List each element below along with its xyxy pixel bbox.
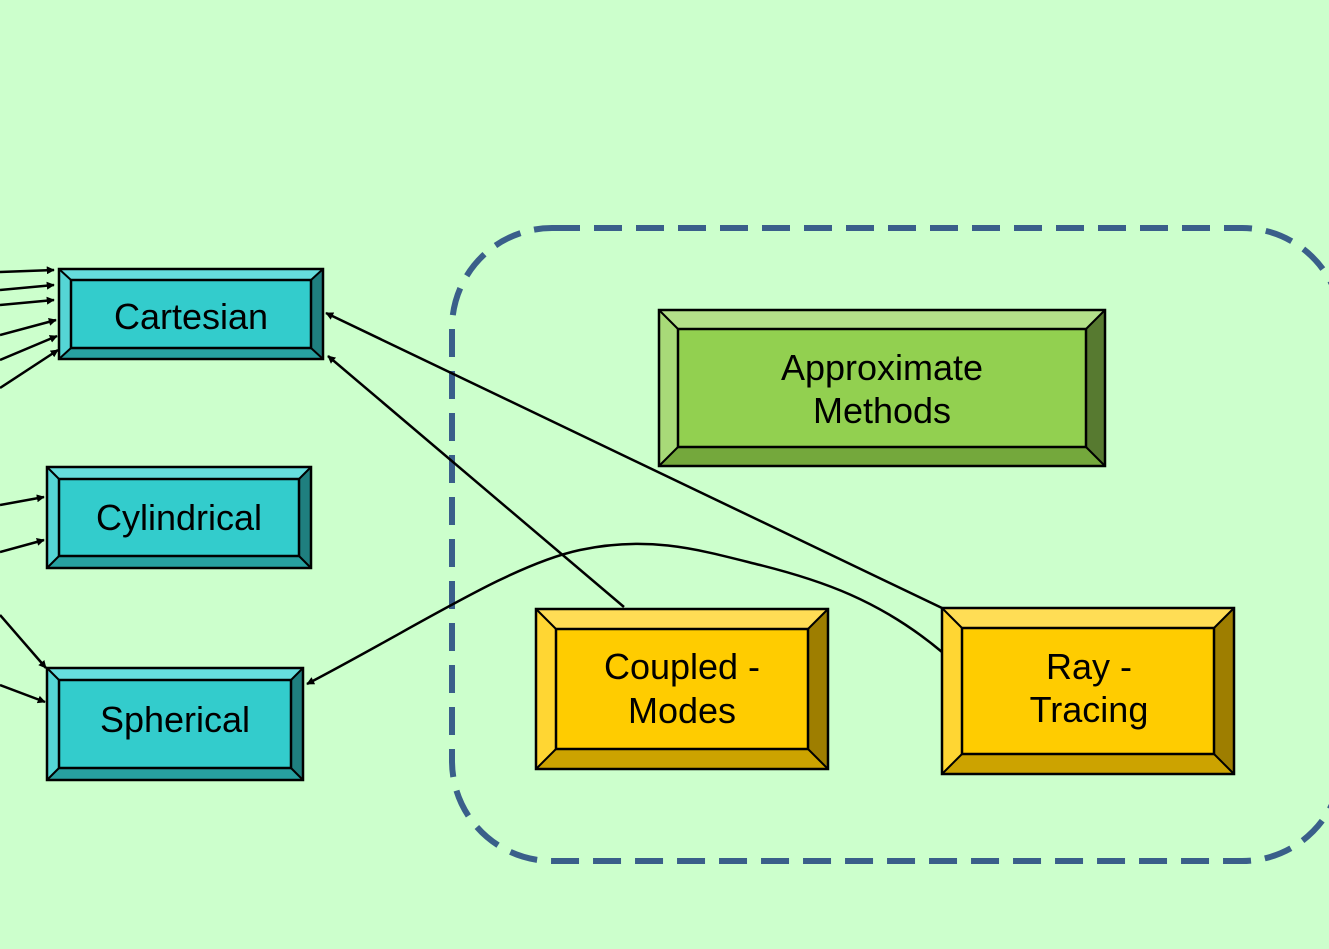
edge-to-spherical-1 bbox=[0, 614, 47, 669]
edge-to-cartesian-5 bbox=[0, 334, 58, 362]
node-approximate-methods[interactable]: Approximate Methods bbox=[657, 308, 1107, 468]
method-edges bbox=[306, 311, 943, 686]
node-coupled-label-line1: Coupled - bbox=[604, 646, 760, 687]
node-cartesian[interactable]: Cartesian bbox=[57, 267, 325, 361]
edge-to-cylindrical-1 bbox=[0, 494, 45, 507]
node-ray-label-line2: Tracing bbox=[1030, 689, 1149, 730]
edge-coupled-to-cartesian bbox=[327, 355, 625, 608]
node-cylindrical[interactable]: Cylindrical bbox=[45, 465, 313, 570]
node-ray-tracing[interactable]: Ray - Tracing bbox=[940, 606, 1236, 776]
approximate-methods-group bbox=[449, 225, 1329, 864]
node-approximate-label-line1: Approximate bbox=[781, 347, 983, 388]
node-cartesian-label: Cartesian bbox=[114, 296, 268, 337]
node-cylindrical-label: Cylindrical bbox=[96, 497, 262, 538]
edge-to-cartesian-3 bbox=[0, 296, 55, 307]
node-approximate-label-line2: Methods bbox=[813, 390, 951, 431]
node-coupled-label-line2: Modes bbox=[628, 690, 736, 731]
node-ray-label-line1: Ray - bbox=[1046, 646, 1132, 687]
node-spherical-label: Spherical bbox=[100, 699, 250, 740]
edge-to-cylindrical-2 bbox=[0, 538, 45, 554]
node-coupled-modes[interactable]: Coupled - Modes bbox=[534, 607, 830, 771]
incoming-edges bbox=[0, 266, 59, 704]
edge-ray-to-spherical bbox=[306, 542, 943, 686]
edge-ray-to-cartesian bbox=[325, 311, 943, 610]
edge-to-cartesian-1 bbox=[0, 266, 55, 275]
edge-to-cartesian-4 bbox=[0, 317, 57, 337]
edge-to-cartesian-6 bbox=[0, 348, 59, 390]
edge-to-cartesian-2 bbox=[0, 281, 55, 292]
edge-to-spherical-2 bbox=[0, 683, 46, 704]
node-spherical[interactable]: Spherical bbox=[45, 666, 305, 782]
